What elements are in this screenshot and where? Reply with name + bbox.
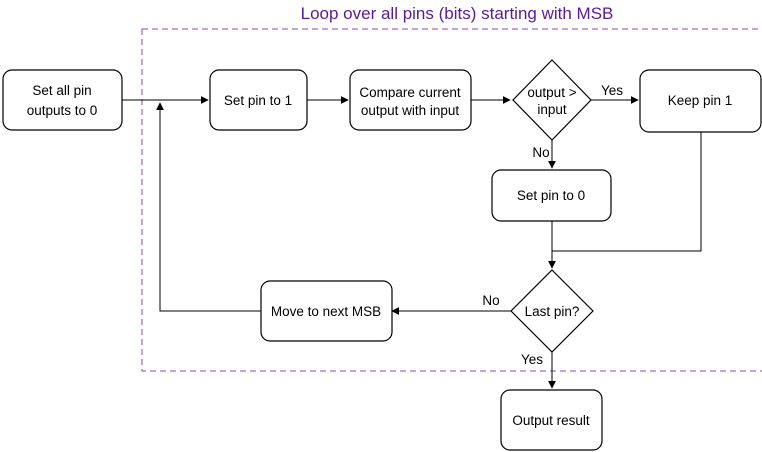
node-move-next-msb-label: Move to next MSB (271, 304, 381, 319)
node-keep-pin-1-label: Keep pin 1 (668, 93, 733, 108)
node-set-all-outputs-line1: Set all pin (32, 83, 91, 98)
node-keep-pin-1[interactable]: Keep pin 1 (639, 69, 762, 133)
edge-label-decision-no: No (532, 145, 549, 160)
edge-movenext-loop-back (156, 102, 261, 312)
loop-container (141, 28, 762, 372)
decision-last-pin[interactable]: Last pin? (510, 269, 594, 353)
node-set-pin-0[interactable]: Set pin to 0 (491, 169, 612, 222)
node-output-result[interactable]: Output result (500, 389, 603, 451)
edge-label-lastpin-no: No (482, 293, 499, 308)
node-set-pin-1[interactable]: Set pin to 1 (209, 69, 308, 131)
edge-label-lastpin-yes: Yes (521, 352, 543, 367)
node-compare[interactable]: Compare current output with input (349, 69, 472, 131)
node-compare-line2: output with input (361, 103, 460, 118)
edge-keep-to-lastpin (548, 132, 702, 269)
node-set-pin-0-label: Set pin to 0 (517, 188, 585, 203)
loop-title: Loop over all pins (bits) starting with … (301, 4, 614, 23)
node-output-result-label: Output result (512, 413, 590, 428)
node-compare-line1: Compare current (359, 85, 461, 100)
decision-output-gt-input[interactable]: output > input (512, 59, 592, 141)
edge-label-decision-yes: Yes (601, 83, 623, 98)
node-set-all-outputs-line2: outputs to 0 (27, 103, 98, 118)
node-move-next-msb[interactable]: Move to next MSB (260, 280, 393, 342)
decision-last-pin-label: Last pin? (525, 304, 580, 319)
node-set-pin-1-label: Set pin to 1 (224, 93, 292, 108)
node-set-all-outputs[interactable]: Set all pin outputs to 0 (2, 69, 123, 131)
decision-output-gt-input-line1: output > (527, 85, 576, 100)
decision-output-gt-input-line2: input (537, 102, 567, 117)
